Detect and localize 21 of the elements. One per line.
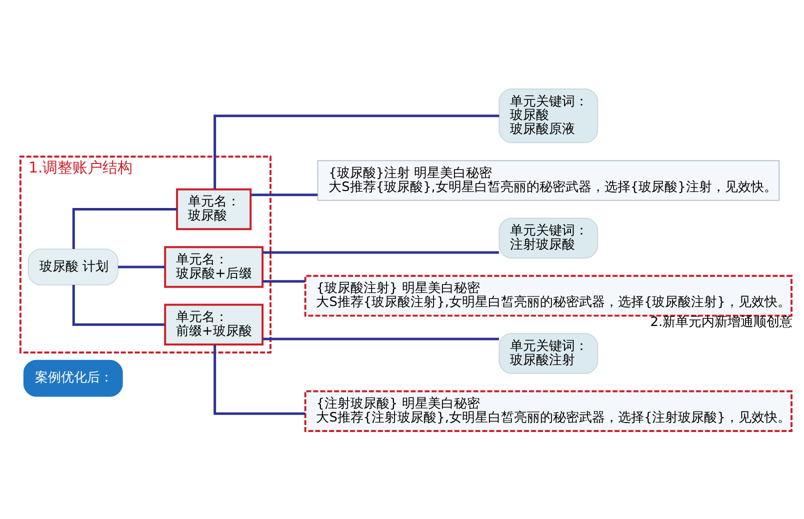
connector bbox=[262, 250, 499, 254]
node-box: 单元关键词： 玻尿酸 玻尿酸原液 bbox=[498, 88, 598, 143]
node-box: {注射玻尿酸} 明星美白秘密 大S推荐{注射玻尿酸},女明星白皙亮丽的秘密武器，选择{注射玻尿酸}，见效快。 bbox=[304, 390, 793, 432]
connector bbox=[72, 208, 177, 249]
connector bbox=[118, 265, 165, 268]
connector bbox=[72, 284, 165, 326]
node-box: 单元名： 玻尿酸+后缀 bbox=[164, 246, 264, 288]
connector bbox=[214, 114, 500, 188]
node-box: 单元名： 前缀+玻尿酸 bbox=[164, 303, 264, 345]
connector bbox=[250, 193, 318, 196]
node-box: 单元名： 玻尿酸 bbox=[176, 188, 252, 230]
connector bbox=[214, 344, 306, 414]
node-box: 单元关键词： 注射玻尿酸 bbox=[498, 217, 598, 258]
node-box: 案例优化后： bbox=[23, 359, 123, 396]
node-box: 玻尿酸 计划 bbox=[28, 248, 118, 285]
node-label: 2.新单元内新增通顺创意 bbox=[650, 314, 793, 330]
node-box: 单元关键词： 玻尿酸注射 bbox=[498, 332, 598, 374]
node-box: {玻尿酸注射} 明星美白秘密 大S推荐{玻尿酸注射},女明星白皙亮丽的秘密武器，选择{玻尿酸注射}，见效快。 bbox=[304, 274, 793, 316]
connector bbox=[262, 280, 306, 282]
connector bbox=[262, 337, 499, 340]
node-box: {玻尿酸}注射 明星美白秘密 大S推荐{玻尿酸},女明星白皙亮丽的秘密武器，选择{玻尿酸}注射，见效快。 bbox=[317, 160, 780, 200]
